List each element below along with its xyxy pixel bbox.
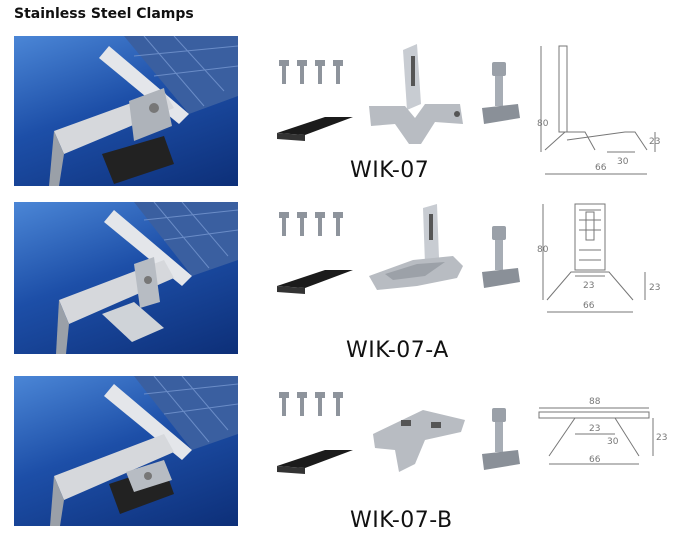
model-label: WIK-07-B xyxy=(350,508,453,533)
dimension-drawing: 80 66 30 23 xyxy=(537,45,660,175)
dim-height-label: 80 xyxy=(537,245,549,255)
dim-base-label: 66 xyxy=(595,163,607,173)
dim-inner-label: 30 xyxy=(617,157,629,167)
model-label: WIK-07-A xyxy=(346,338,449,363)
rubber-pad-icon xyxy=(277,117,353,141)
dim-side-label: 23 xyxy=(649,283,660,293)
dim-side-label: 23 xyxy=(656,433,667,443)
bolt-set-icon xyxy=(279,392,343,416)
t-bolt-icon xyxy=(482,408,520,470)
product-row-wik-07: 80 66 30 23 WIK-07 xyxy=(0,30,680,200)
model-label: WIK-07 xyxy=(350,158,430,183)
bolt-set-icon xyxy=(279,212,343,236)
dimension-drawing: 80 23 66 23 xyxy=(537,203,660,313)
t-bolt-icon xyxy=(482,62,520,124)
installation-photo xyxy=(14,36,238,186)
bolt-set-icon xyxy=(279,60,343,84)
dimension-drawing: 88 23 30 23 66 xyxy=(538,397,667,465)
product-row-wik-07-a: 80 23 66 23 WIK-07-A xyxy=(0,200,680,370)
product-row-wik-07-b: 88 23 30 23 66 WIK-07-B xyxy=(0,370,680,540)
clamp-bracket-icon xyxy=(369,204,463,290)
installation-photo xyxy=(14,376,238,526)
dim-height-label: 80 xyxy=(537,119,549,129)
rubber-pad-icon xyxy=(277,270,353,294)
rubber-pad-icon xyxy=(277,450,353,474)
dim-inner-label: 23 xyxy=(589,424,600,434)
dim-base-label: 66 xyxy=(589,455,601,465)
page-title: Stainless Steel Clamps xyxy=(14,6,194,22)
clamp-bracket-icon xyxy=(373,410,465,472)
dim-top-label: 88 xyxy=(589,397,601,407)
dim-inner-label: 23 xyxy=(583,281,594,291)
clamp-bracket-icon xyxy=(369,44,463,144)
dim-base-label: 66 xyxy=(583,301,595,311)
t-bolt-icon xyxy=(482,226,520,288)
installation-photo xyxy=(14,202,238,354)
dim-side-label: 23 xyxy=(649,137,660,147)
dim-angle-label: 30 xyxy=(607,437,619,447)
